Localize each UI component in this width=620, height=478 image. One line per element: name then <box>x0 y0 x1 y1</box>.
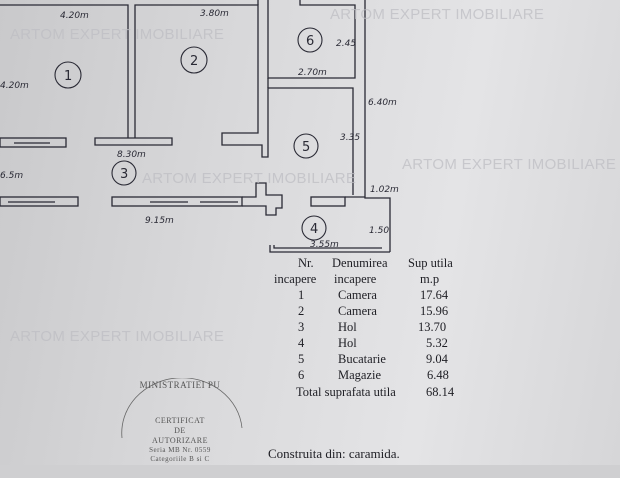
window-hall-left <box>0 196 79 207</box>
stamp-line: Categoriile B si C <box>150 455 210 463</box>
row-name: Hol <box>338 336 357 350</box>
room-number-5: 5 <box>302 140 310 155</box>
watermark: ARTOM EXPERT IMOBILIARE <box>330 6 545 23</box>
stamp-line: CERTIFICAT <box>155 416 205 425</box>
row-nr: 6 <box>298 368 305 382</box>
dim-label: 2.70m <box>298 68 327 78</box>
row-nr: 2 <box>298 304 305 318</box>
header-area: Sup utila <box>408 256 453 270</box>
room-marker-6 <box>297 27 323 53</box>
room-marker-3 <box>111 160 137 186</box>
floor-plan: 1 2 3 4 5 6 4.20m 4.20m 3.80m 2.45 2.70m… <box>0 0 399 253</box>
row-area: 13.70 <box>418 320 447 334</box>
row-name: Hol <box>338 320 357 334</box>
authorization-stamp: MINISTRATIEI PU CERTIFICAT DE AUTORIZARE… <box>110 378 250 478</box>
dim-label: 9.15m <box>145 216 174 226</box>
stamp-line: DE <box>174 426 186 435</box>
room-marker-2 <box>180 46 208 74</box>
room-number-3: 3 <box>120 167 128 182</box>
dim-label: 3.55m <box>310 240 339 250</box>
header-nr-sub: incapere <box>274 272 317 286</box>
room-number-2: 2 <box>190 54 198 69</box>
stamp-line: Seria MB Nr. 0559 <box>149 446 211 454</box>
row-area: 9.04 <box>426 352 448 366</box>
stamp-line: AUTORIZARE <box>152 436 208 445</box>
dim-label: 6.5m <box>0 171 23 181</box>
room-marker-5 <box>293 133 319 159</box>
row-area: 5.32 <box>426 336 448 350</box>
dim-label: 6.40m <box>368 98 397 108</box>
wall-room-6 <box>257 0 356 79</box>
room-marker-1 <box>54 61 82 89</box>
dim-label: 3.80m <box>200 9 229 19</box>
room-number-1: 1 <box>64 69 72 84</box>
room-number-6: 6 <box>306 34 314 49</box>
room-number-4: 4 <box>310 222 318 237</box>
watermark: ARTOM EXPERT IMOBILIARE <box>142 170 357 187</box>
header-name-sub: incapere <box>334 272 377 286</box>
wall-room-1 <box>0 4 129 138</box>
stamp-arc-text: MINISTRATIEI PU <box>139 380 221 390</box>
dim-label: 1.02m <box>370 185 399 195</box>
dim-label: 3.35 <box>340 133 360 143</box>
dim-label: 8.30m <box>117 150 146 160</box>
row-nr: 1 <box>298 288 305 302</box>
row-name: Camera <box>338 288 377 302</box>
window-room-1 <box>0 137 67 148</box>
dim-label: 4.20m <box>60 11 89 21</box>
row-nr: 4 <box>298 336 305 350</box>
watermark: ARTOM EXPERT IMOBILIARE <box>402 156 617 173</box>
row-name: Magazie <box>338 368 382 382</box>
row-nr: 5 <box>298 352 305 366</box>
row-nr: 3 <box>298 320 305 334</box>
row-area: 6.48 <box>427 368 449 382</box>
wall-outer-right <box>364 0 391 252</box>
watermark: ARTOM EXPERT IMOBILIARE <box>10 328 225 345</box>
header-area-sub: m.p <box>420 272 440 286</box>
window-hall <box>111 196 243 207</box>
row-name: Camera <box>338 304 377 318</box>
dim-label: 4.20m <box>0 81 29 91</box>
row-area: 17.64 <box>420 288 449 302</box>
header-nr: Nr. <box>298 256 314 270</box>
total-label: Total suprafata utila <box>296 385 396 399</box>
total-value: 68.14 <box>426 385 455 399</box>
row-area: 15.96 <box>420 304 449 318</box>
wall-room-2 <box>134 4 354 195</box>
dim-label: 2.45 <box>336 39 356 49</box>
row-name: Bucatarie <box>338 352 386 366</box>
header-name: Denumirea <box>332 256 388 270</box>
construction-note: Construita din: caramida. <box>268 446 400 461</box>
watermark: ARTOM EXPERT IMOBILIARE <box>10 26 225 43</box>
room-marker-4 <box>301 215 327 241</box>
dim-label: 1.50 <box>369 226 389 236</box>
